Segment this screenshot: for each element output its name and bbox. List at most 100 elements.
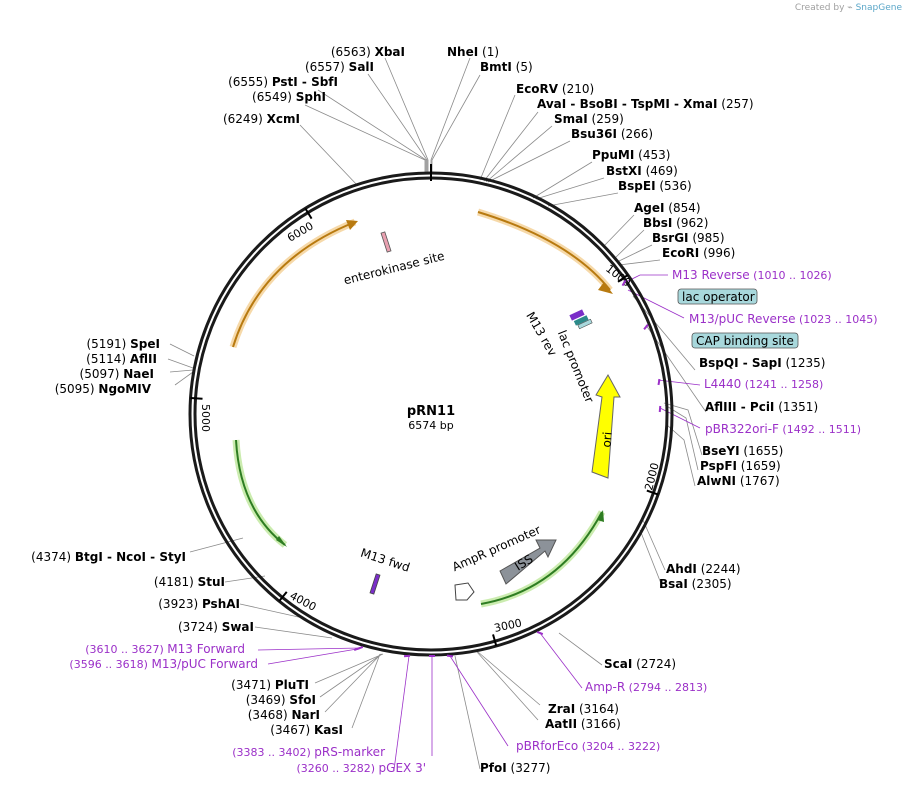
primer-range: (1010 .. 1026) [750,269,832,282]
enzyme-label: (6557) SalI [305,60,374,74]
cap-site-box [691,332,799,349]
enzyme-leader-lines [167,57,707,770]
primer-range: (3596 .. 3618) [69,658,151,671]
m13-fwd-feature [369,573,381,595]
primer-range: (1492 .. 1511) [779,423,861,436]
enzyme-label: (6563) XbaI [331,45,405,59]
enzyme-position: (5095) [55,382,99,396]
enterokinase-label: enterokinase site [342,249,446,288]
lac-promoter-label: lac promoter [555,328,597,404]
primer-name: L4440 [704,377,741,391]
enzyme-label: AvaI - BsoBI - TspMI - XmaI (257) [537,97,754,111]
primer-range: (3260 .. 3282) [296,762,378,775]
primer-label: L4440 (1241 .. 1258) [704,377,823,391]
enzyme-position: (5) [512,60,533,74]
enzyme-position: (6563) [331,45,375,59]
enzyme-position: (3166) [577,717,621,731]
enzyme-position: (1) [478,45,499,59]
enzyme-label: PfoI (3277) [480,761,550,775]
enzyme-label: (4181) StuI [154,575,225,589]
primer-site-mark [446,654,454,658]
enzyme-position: (3468) [248,708,292,722]
enzyme-name: PstI - SbfI [272,75,338,89]
enzyme-label: (5191) SpeI [86,337,160,351]
enzyme-name: BbsI [643,216,672,230]
enzyme-name: Bsu36I [571,127,617,141]
enzyme-name: AatII [545,717,577,731]
enzyme-label: AgeI (854) [634,201,701,215]
primer-site-mark [643,324,649,330]
enzyme-label: EcoRV (210) [516,82,594,96]
enzyme-name: SfoI [289,693,316,707]
enzyme-position: (985) [689,231,725,245]
enzyme-label: ZraI (3164) [548,702,619,716]
enzyme-label: PspFI (1659) [700,459,781,473]
tick-mark [617,274,629,283]
enzyme-label: AflIII - PciI (1351) [705,400,818,414]
enzyme-position: (259) [588,112,624,126]
enzyme-label: (5114) AflII [86,352,157,366]
primer-range: (3610 .. 3627) [85,643,167,656]
primer-leader-lines [257,274,701,771]
enzyme-name: AvaI - BsoBI - TspMI - XmaI [537,97,717,111]
enzyme-name: EcoRV [516,82,559,96]
enzyme-name: XbaI [375,45,405,59]
enzyme-position: (1767) [736,474,780,488]
enzyme-position: (210) [558,82,594,96]
enzyme-label: (5097) NaeI [80,367,154,381]
enzyme-position: (5191) [86,337,130,351]
enzyme-label: BspQI - SapI (1235) [699,356,825,370]
enzyme-label: BsrGI (985) [652,231,725,245]
enzyme-label: BseYI (1655) [702,444,783,458]
enzyme-position: (5097) [80,367,124,381]
enzyme-position: (1655) [740,444,784,458]
enzyme-position: (536) [656,179,692,193]
primer-labels: M13 Reverse (1010 .. 1026) M13/pUC Revers… [69,268,877,775]
primer-site-mark [657,378,661,386]
ori-label: ori [599,431,614,448]
primer-label: Amp-R (2794 .. 2813) [585,680,707,694]
enzyme-position: (4374) [31,550,75,564]
enzyme-name: NarI [291,708,320,722]
enzyme-name: AflII [130,352,157,366]
enzyme-label: (6555) PstI - SbfI [228,75,338,89]
enzyme-label: AhdI (2244) [666,562,741,576]
iss-feature [499,539,557,585]
enzyme-position: (6549) [252,90,296,104]
enzyme-position: (1235) [782,356,826,370]
primer-name: M13/pUC Reverse [689,312,796,326]
primer-label: (3260 .. 3282) pGEX 3' [296,761,426,775]
enzyme-position: (3277) [507,761,551,775]
enzyme-name: ScaI [604,657,632,671]
tick-mark [278,591,288,602]
lac-operator-label: lac operator [682,290,755,304]
enzyme-position: (1659) [737,459,781,473]
enzyme-position: (3471) [231,678,275,692]
primer-label: M13/pUC Reverse (1023 .. 1045) [689,312,878,326]
enzyme-label: (4374) BtgI - NcoI - StyI [31,550,186,564]
enzyme-label: AlwNI (1767) [697,474,780,488]
primer-label: (3596 .. 3618) M13/pUC Forward [69,657,258,671]
primer-site-mark [403,654,411,658]
enzyme-name: NgoMIV [98,382,151,396]
enzyme-position: (3923) [158,597,202,611]
enzyme-name: BmtI [480,60,512,74]
tick-mark [190,397,203,400]
enzyme-position: (3164) [575,702,619,716]
primer-name: M13 Reverse [672,268,750,282]
enzyme-label: Bsu36I (266) [571,127,653,141]
enzyme-name: AflIII - PciI [705,400,774,414]
enzyme-position: (854) [664,201,700,215]
plasmid-size: 6574 bp [408,419,453,432]
tick-mark [646,489,659,496]
enzyme-position: (469) [642,164,678,178]
primer-site-mark [658,405,662,413]
enzyme-name: SpeI [130,337,160,351]
enzyme-name: SalI [349,60,374,74]
enzyme-label: BsaI (2305) [659,577,732,591]
primer-name: pRS-marker [314,745,385,759]
enzyme-name: PluTI [275,678,309,692]
primer-name: Amp-R [585,680,625,694]
enzyme-label: BmtI (5) [480,60,533,74]
